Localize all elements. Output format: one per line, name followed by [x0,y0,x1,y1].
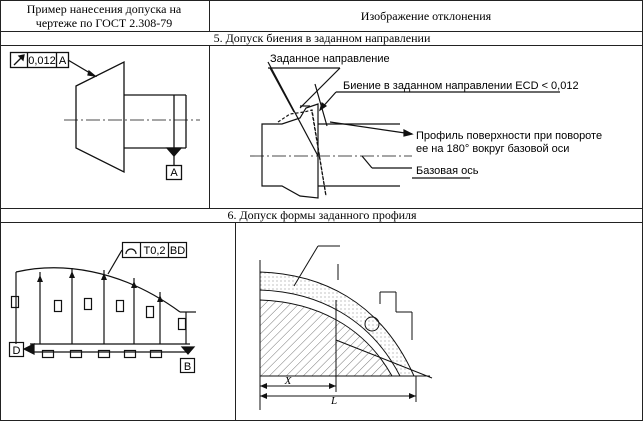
s6-datum-b: B [184,361,191,373]
section6-left-drawing [8,241,196,374]
s5-datum-label: A [170,167,178,179]
s5-frame-datum: A [59,55,67,67]
section6-left-arrows [37,271,163,302]
section5-left-drawing [9,51,200,181]
s5-frame-value: 0,012 [28,55,56,67]
s5-callout-profile-line2: ее на 180° вокруг базовой оси [416,143,569,155]
s5-callout-profile-line1: Профиль поверхности при повороте [416,130,602,142]
section6-title: 6. Допуск формы заданного профиля [227,208,417,222]
s5-callout-axis: Базовая ось [416,165,479,177]
s6-datum-d: D [13,345,21,357]
section6-right-drawing [259,245,433,410]
s6-frame-value: T0,2 [143,245,165,257]
s6-dim-l: L [330,395,337,407]
section6-right-arrows [260,383,416,399]
s6-dim-x: X [284,375,293,387]
section5-right-drawing [250,61,560,199]
s5-callout-runout: Биение в заданном направлении ECD < 0,01… [343,80,579,92]
s5-callout-direction: Заданное направление [270,53,390,65]
header-col1-line2: чертеже по ГОСТ 2.308-79 [36,16,172,30]
s6-frame-datum: BD [170,245,185,257]
header-col1-line1: Пример нанесения допуска на [27,2,182,16]
section5-title: 5. Допуск биения в заданном направлении [214,31,431,45]
header-col2: Изображение отклонения [361,9,492,23]
